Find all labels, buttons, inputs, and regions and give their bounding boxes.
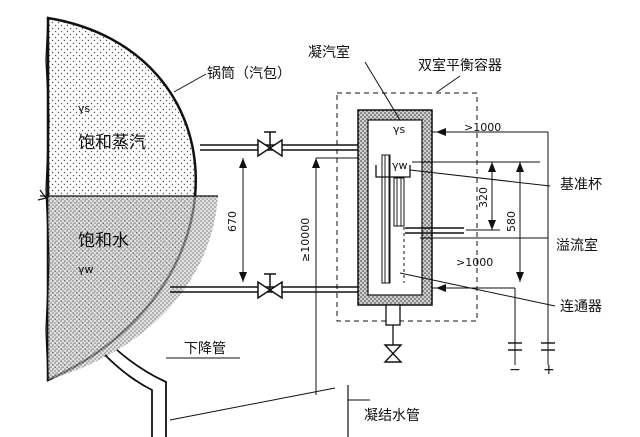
dim-670-label: 670 bbox=[226, 211, 239, 232]
water-pipe bbox=[170, 273, 362, 300]
connector-label: 连通器 bbox=[560, 299, 602, 315]
drum-label: 锅筒（汽包） bbox=[207, 65, 291, 82]
dim-320-label: 320 bbox=[477, 187, 490, 208]
dim-1000-bottom-label: >1000 bbox=[456, 256, 493, 269]
dim-670 bbox=[239, 158, 247, 282]
dim-1000-top-label: >1000 bbox=[464, 121, 501, 134]
steam-pipe bbox=[200, 131, 362, 158]
gamma-s-inner-label: γs bbox=[393, 123, 406, 136]
downcomer bbox=[104, 349, 240, 437]
dim-580-label: 580 bbox=[505, 211, 518, 232]
drum-water-fill bbox=[48, 196, 218, 380]
gamma-w-inner-label: γw bbox=[392, 159, 408, 172]
vessel-body bbox=[357, 109, 464, 345]
gamma-w-label: γw bbox=[78, 263, 94, 276]
drum-left-edge bbox=[45, 17, 50, 381]
condensate-pipe bbox=[169, 385, 370, 437]
dim-10000-label: ≥10000 bbox=[299, 218, 312, 262]
reference-cup-label: 基准杯 bbox=[560, 176, 602, 193]
upper-valve-icon bbox=[257, 131, 283, 158]
vessel-enclosure bbox=[336, 92, 478, 322]
saturated-water-label: 饱和水 bbox=[78, 231, 129, 251]
vessel-leader bbox=[436, 75, 461, 93]
lower-valve-icon bbox=[257, 273, 283, 300]
condensing-chamber-label: 凝汽室 bbox=[308, 44, 350, 61]
gamma-s-label: γs bbox=[78, 102, 91, 115]
impulse-lines bbox=[412, 128, 549, 365]
connector-leader bbox=[399, 272, 556, 307]
drum-leader bbox=[173, 73, 207, 93]
terminal-block bbox=[508, 342, 555, 351]
drain-valve-icon bbox=[383, 344, 403, 363]
downcomer-label: 下降管 bbox=[184, 341, 226, 357]
condensing-leader bbox=[364, 61, 401, 121]
saturated-steam-label: 饱和蒸汽 bbox=[78, 133, 146, 153]
condensate-pipe-label: 凝结水管 bbox=[364, 408, 420, 424]
drum bbox=[37, 16, 218, 382]
break-mark bbox=[37, 189, 48, 201]
dim-10000 bbox=[312, 157, 360, 395]
reference-cup-leader bbox=[409, 169, 551, 187]
plus-terminal-label: + bbox=[543, 362, 555, 378]
dual-chamber-vessel-label: 双室平衡容器 bbox=[418, 57, 502, 74]
minus-terminal-label: − bbox=[509, 362, 521, 378]
overflow-chamber-label: 溢流室 bbox=[556, 237, 598, 254]
